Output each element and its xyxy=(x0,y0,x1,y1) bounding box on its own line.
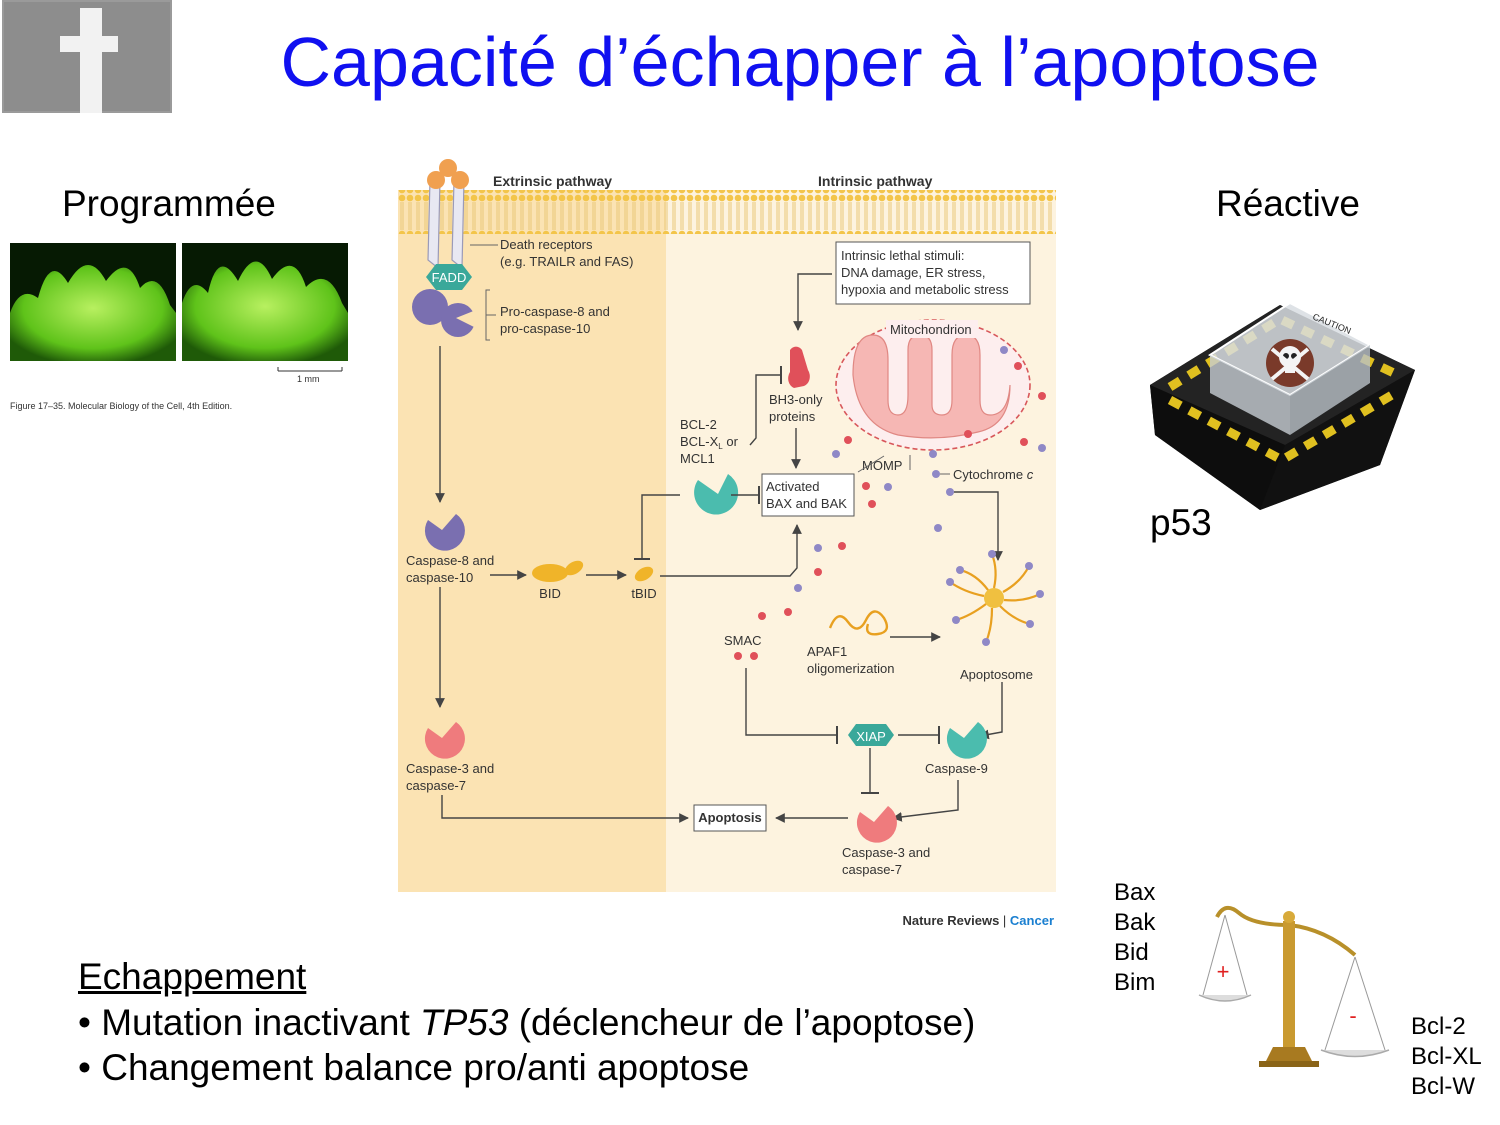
caspase3-bottom-icon xyxy=(856,806,897,843)
apoptosome-label: Apoptosome xyxy=(960,667,1033,682)
pro-apoptotic-item: Bid xyxy=(1114,939,1149,966)
embryo-figure xyxy=(10,243,348,413)
cross-logo xyxy=(0,0,174,115)
bax-bak-label: Activated BAX and BAK xyxy=(766,479,847,511)
released-molecules-icon xyxy=(734,346,1046,660)
p53-label: p53 xyxy=(1150,502,1212,543)
escape-bullet-balance: • Changement balance pro/anti apoptose xyxy=(78,1047,750,1088)
anti-apoptotic-item: Bcl-2 xyxy=(1411,1013,1466,1040)
bax-bak-box xyxy=(761,473,855,517)
nature-reviews-credit: Nature Reviews | Cancer xyxy=(902,913,1054,928)
bid-label: BID xyxy=(539,586,561,601)
caspase8-icon xyxy=(424,514,465,551)
bcl2-icon xyxy=(694,474,739,515)
caspase9-label: Caspase-9 xyxy=(925,761,988,776)
caspase8-label: Caspase-8 and caspase-10 xyxy=(406,553,498,585)
smac-label: SMAC xyxy=(724,633,762,648)
death-receptor-icon xyxy=(427,159,469,270)
pro-apoptotic-item: Bak xyxy=(1114,909,1156,936)
xiap-icon xyxy=(848,724,894,746)
mitochondrion-icon xyxy=(835,319,1031,451)
extrinsic-title: Extrinsic pathway xyxy=(493,173,612,189)
death-receptors-label: Death receptors (e.g. TRAILR and FAS) xyxy=(500,237,633,269)
cell-membrane xyxy=(398,190,1056,234)
bcl2-family-label: BCL-2 BCL-XL or MCL1 xyxy=(680,417,742,466)
reactive-label: Réactive xyxy=(1216,183,1360,224)
bid-icon xyxy=(532,560,584,582)
balance-minus: - xyxy=(1349,1003,1356,1028)
xiap-label: XIAP xyxy=(856,729,886,744)
scale-bar-label: 1 mm xyxy=(297,374,320,384)
pro-apoptotic-item: Bax xyxy=(1114,879,1156,906)
apoptosome-icon xyxy=(946,550,1044,646)
intrinsic-title: Intrinsic pathway xyxy=(818,173,933,189)
apoptosis-box xyxy=(693,804,767,832)
pro-apoptotic-item: Bim xyxy=(1114,969,1156,996)
mitochondrion-label: Mitochondrion xyxy=(890,322,972,337)
skull-box-icon: CAUTION xyxy=(1150,301,1415,510)
programmed-label: Programmée xyxy=(62,183,276,224)
fadd-label: FADD xyxy=(432,270,467,285)
anti-apoptotic-item: Bcl-W xyxy=(1411,1073,1475,1100)
balance-scale: + - xyxy=(1195,895,1395,1070)
anti-apoptotic-item: Bcl-XL xyxy=(1411,1043,1482,1070)
gene-name: TP53 xyxy=(420,1002,509,1043)
tbid-icon xyxy=(634,566,654,582)
apaf1-label: APAF1 oligomerization xyxy=(807,644,894,676)
lethal-stimuli-box xyxy=(835,241,1031,305)
bh3-icon xyxy=(788,346,810,388)
bullet-text: • Mutation inactivant xyxy=(78,1002,421,1043)
balance-scale-icon: + - xyxy=(1198,905,1390,1067)
cross-icon xyxy=(0,0,174,115)
bullet-text: (déclencheur de l’apoptose) xyxy=(508,1002,976,1043)
balance-plus: + xyxy=(1217,959,1230,984)
procaspase-label: Pro-caspase-8 and pro-caspase-10 xyxy=(500,304,613,336)
caspase3-left-icon xyxy=(424,722,465,759)
procaspase-icon xyxy=(412,289,476,337)
escape-bullet-tp53: • Mutation inactivant TP53 (déclencheur … xyxy=(78,1002,975,1044)
intrinsic-region xyxy=(666,190,1056,892)
apoptosis-label: Apoptosis xyxy=(698,810,762,825)
caspase3-left-label: Caspase-3 and caspase-7 xyxy=(406,761,498,793)
cytochrome-label: Cytochrome c xyxy=(953,467,1034,482)
pro-apoptotic-list: Bax Bak Bid Bim xyxy=(1114,878,1155,998)
embryo-hand-images xyxy=(10,243,348,372)
slide-title: Capacité d’échapper à l’apoptose xyxy=(280,23,1320,101)
fadd-icon xyxy=(426,264,472,290)
caspase3-bottom-label: Caspase-3 and caspase-7 xyxy=(842,845,934,877)
apoptosis-pathway-diagram: Extrinsic pathway Intrinsic pathway Deat… xyxy=(398,159,1056,928)
bh3-label: BH3-only proteins xyxy=(769,392,826,424)
apaf1-icon xyxy=(828,610,889,636)
tbid-label: tBID xyxy=(631,586,656,601)
lethal-stimuli-label: Intrinsic lethal stimuli: DNA damage, ER… xyxy=(841,248,1009,297)
caspase9-icon xyxy=(946,722,987,759)
escape-heading: Echappement xyxy=(78,956,307,997)
anti-apoptotic-list: Bcl-2 Bcl-XL Bcl-W xyxy=(1411,1012,1482,1102)
momp-label: MOMP xyxy=(862,458,902,473)
cancer-box-image: CAUTION xyxy=(1140,275,1420,515)
figure-caption: Figure 17–35. Molecular Biology of the C… xyxy=(10,401,233,411)
